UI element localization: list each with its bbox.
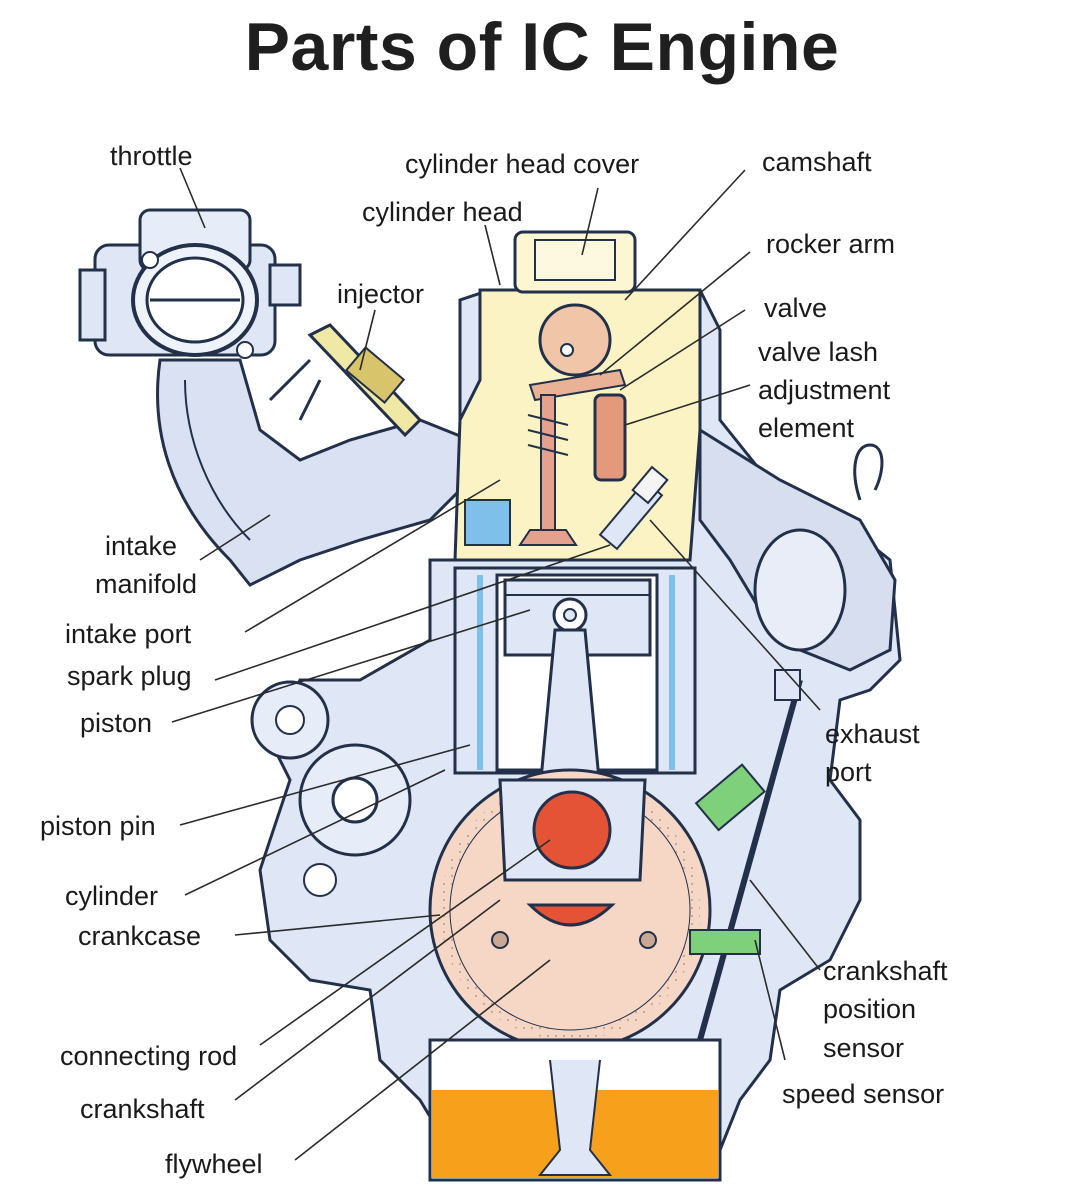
label-intake-port: intake port xyxy=(65,619,192,649)
label-intake-manifold-1: intake xyxy=(105,531,178,561)
valve-lash-element xyxy=(593,393,627,482)
valve xyxy=(518,394,578,546)
label-valve-lash-2: adjustment xyxy=(758,375,891,405)
leader-lines xyxy=(171,167,821,1161)
label-crankshaft-position-sensor-2: position xyxy=(823,994,917,1024)
intake-port xyxy=(464,499,511,546)
label-flywheel: flywheel xyxy=(165,1149,263,1179)
label-exhaust-port-1: exhaust xyxy=(825,719,920,749)
label-crankcase: crankcase xyxy=(78,921,202,951)
label-piston-pin: piston pin xyxy=(40,811,156,841)
label-cylinder-head-cover: cylinder head cover xyxy=(405,149,640,179)
label-injector: injector xyxy=(337,279,425,309)
exhaust-outlet xyxy=(753,528,847,652)
label-piston: piston xyxy=(80,708,153,738)
camshaft xyxy=(538,303,612,377)
injector xyxy=(268,323,423,438)
spark-plug xyxy=(598,465,669,551)
label-connecting-rod: connecting rod xyxy=(60,1041,238,1071)
throttle-body xyxy=(78,208,302,359)
label-crankshaft: crankshaft xyxy=(80,1094,205,1124)
label-crankshaft-position-sensor-3: sensor xyxy=(823,1033,905,1063)
label-intake-manifold-2: manifold xyxy=(95,569,198,599)
rocker-arm xyxy=(528,368,627,402)
label-valve-lash-3: element xyxy=(758,413,855,443)
crankshaft-position-sensor xyxy=(694,763,766,832)
label-cylinder-head: cylinder head xyxy=(362,197,523,227)
label-crankshaft-position-sensor-1: crankshaft xyxy=(823,956,948,986)
label-exhaust-port-2: port xyxy=(825,757,872,787)
label-cylinder: cylinder xyxy=(65,881,159,911)
label-rocker-arm: rocker arm xyxy=(766,229,896,259)
page-title: Parts of IC Engine xyxy=(244,9,840,85)
dipstick xyxy=(697,679,803,1041)
speed-sensor xyxy=(689,929,761,955)
label-valve-lash-1: valve lash xyxy=(758,337,879,367)
label-throttle: throttle xyxy=(110,141,193,171)
label-spark-plug: spark plug xyxy=(67,661,192,691)
label-speed-sensor: speed sensor xyxy=(782,1079,945,1109)
label-valve: valve xyxy=(764,293,828,323)
label-camshaft: camshaft xyxy=(762,147,872,177)
